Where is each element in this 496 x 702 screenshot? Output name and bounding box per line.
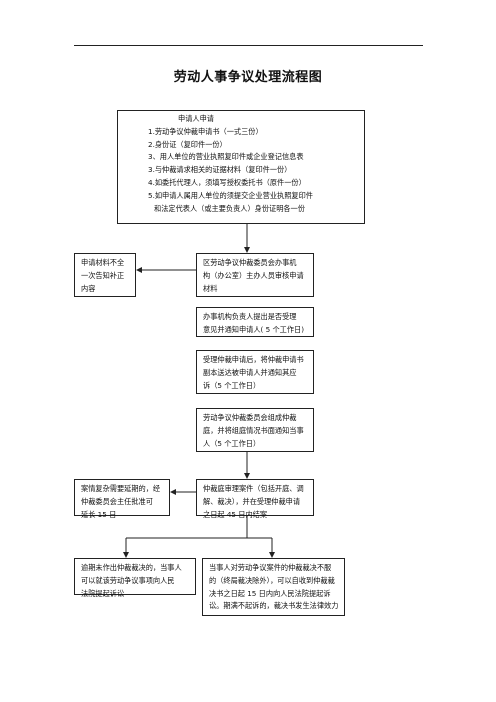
deliver-line-2: 副本送达被申请人并通知其应 [203, 367, 297, 377]
appeal-line-2: 的（终局裁决除外），可以自收到仲裁裁 [209, 575, 335, 585]
step-accept-opinion: 办事机构负责人提出是否受理 意见并通知申请人( 5 个工作日) [196, 307, 314, 337]
extension-line-1: 案情复杂需要延期的，经 [81, 484, 161, 493]
step-extension: 案情复杂需要延期的，经 仲裁委员会主任批准可 延长 15 日 [74, 479, 170, 519]
appeal-line-4: 讼。期满不起诉的，裁决书发生法律效力 [209, 601, 339, 611]
tribunal-line-3: 人（5 个工作日） [203, 438, 261, 448]
tribunal-line-2: 庭，并将组庭情况书面通知当事 [203, 425, 304, 435]
step-review: 区劳动争议仲裁委员会办事机 构（办公室）主办人员审核申请 材料 [196, 253, 314, 297]
overdue-line-3: 法院提起诉讼 [81, 588, 125, 598]
application-line-4: 3、用人单位的营业执照复印件或企业登记信息表 [148, 152, 304, 162]
overdue-line-1: 逾期未作出仲裁裁决的，当事人 [81, 563, 182, 572]
hearing-line-2: 解、裁决），并在受理仲裁申请 [203, 496, 301, 506]
application-line-3: 2.身份证（复印件一份） [148, 139, 227, 149]
step-deliver: 受理仲裁申请后，将仲裁申请书 副本送达被申请人并通知其应 诉（5 个工作日） [196, 350, 314, 394]
accept-opinion-line-1: 办事机构负责人提出是否受理 [203, 312, 297, 321]
extension-line-2: 仲裁委员会主任批准可 [81, 496, 153, 506]
appeal-line-1: 当事人对劳动争议案件的仲裁裁决不服 [209, 563, 332, 572]
step-overdue-lawsuit: 逾期未作出仲裁裁决的，当事人 可以就该劳动争议事项向人民 法院提起诉讼 [74, 558, 196, 598]
application-line-8: 和法定代表人（或主要负责人）身份证明各一份 [154, 203, 305, 213]
step-hearing: 仲裁庭审理案件（包括开庭、调 解、裁决），并在受理仲裁申请 之日起 45 日内结… [196, 479, 314, 519]
incomplete-line-2: 一次告知补正 [81, 270, 125, 280]
accept-opinion-line-2: 意见并通知申请人( 5 个工作日) [203, 324, 305, 334]
hearing-line-3: 之日起 45 日内结案 [203, 509, 268, 519]
hearing-line-1: 仲裁庭审理案件（包括开庭、调 [203, 484, 304, 493]
deliver-line-1: 受理仲裁申请后，将仲裁申请书 [203, 355, 304, 364]
deliver-line-3: 诉（5 个工作日） [203, 380, 261, 390]
application-line-6: 4.如委托代理人，须填写授权委托书（原件一份） [148, 177, 306, 187]
review-line-1: 区劳动争议仲裁委员会办事机 [203, 258, 297, 267]
page-title: 劳动人事争议处理流程图 [173, 70, 323, 85]
step-tribunal: 劳动争议仲裁委员会组成仲裁 庭，并将组庭情况书面通知当事 人（5 个工作日） [196, 408, 314, 452]
incomplete-line-1: 申请材料不全 [81, 258, 125, 267]
appeal-line-3: 决书之日起 15 日内向人民法院提起诉 [209, 588, 331, 598]
step-incomplete-notice: 申请材料不全 一次告知补正 内容 [74, 253, 136, 297]
review-line-2: 构（办公室）主办人员审核申请 [203, 270, 304, 280]
overdue-line-2: 可以就该劳动争议事项向人民 [81, 575, 175, 585]
application-line-5: 3.与仲裁请求相关的证据材料（复印件一份） [148, 165, 292, 175]
step-application: 申请人申请 1.劳动争议仲裁申请书（一式三份） 2.身份证（复印件一份） 3、用… [117, 110, 365, 224]
step-appeal: 当事人对劳动争议案件的仲裁裁决不服 的（终局裁决除外），可以自收到仲裁裁 决书之… [202, 558, 345, 616]
application-line-1: 申请人申请 [178, 114, 214, 123]
incomplete-line-3: 内容 [81, 283, 96, 293]
extension-line-3: 延长 15 日 [81, 509, 117, 519]
application-line-2: 1.劳动争议仲裁申请书（一式三份） [148, 126, 263, 136]
tribunal-line-1: 劳动争议仲裁委员会组成仲裁 [203, 413, 297, 422]
review-line-3: 材料 [203, 283, 218, 293]
header-rule [74, 45, 423, 46]
application-line-7: 5.如申请人属用人单位的须提交企业营业执照复印件 [148, 190, 313, 200]
